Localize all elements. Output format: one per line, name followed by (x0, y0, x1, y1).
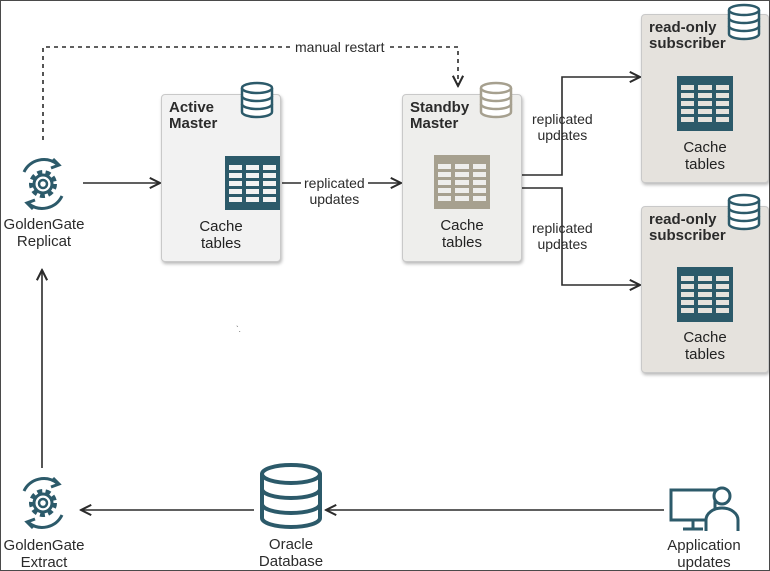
table-icon (677, 267, 733, 322)
database-icon (727, 3, 761, 41)
table-icon (677, 76, 733, 131)
subscriber-box-2: read-only subscriber Cache tables (641, 206, 769, 373)
application-updates-label: Application updates (667, 537, 741, 571)
active-master-title: Active Master (169, 99, 218, 132)
standby-master-title: Standby Master (410, 99, 470, 132)
standby-to-subscriber2-arrow (522, 187, 640, 285)
standby-master-cache-label: Cache tables (440, 217, 484, 251)
database-icon (240, 81, 274, 119)
subscriber-title-1: read-only subscriber (649, 19, 726, 52)
replicat-label: GoldenGate Replicat (3, 216, 85, 250)
database-icon (260, 463, 322, 529)
table-icon (225, 156, 280, 210)
replicated-updates-label-3: replicated updates (532, 220, 593, 252)
standby-master-box: Standby Master Cache tables (402, 94, 522, 262)
active-master-cache-label: Cache tables (199, 218, 243, 252)
subscriber-title-2: read-only subscriber (649, 211, 726, 244)
replicated-updates-label-2: replicated updates (532, 111, 593, 143)
gear-cycle-icon (22, 476, 64, 530)
database-icon (727, 193, 761, 231)
standby-to-subscriber1-arrow (522, 77, 640, 176)
replicated-updates-label-1: replicated updates (301, 175, 368, 207)
user-at-monitor-icon (669, 486, 740, 531)
gear-cycle-icon (22, 157, 64, 211)
table-icon (434, 155, 490, 209)
database-icon (479, 81, 513, 119)
manual-restart-label: manual restart (292, 39, 388, 55)
subscriber-cache-label-2: Cache tables (683, 329, 727, 363)
oracle-database-label: Oracle Database (258, 536, 324, 570)
subscriber-cache-label-1: Cache tables (683, 139, 727, 173)
extract-label: GoldenGate Extract (3, 537, 85, 571)
stray-mark: `. (236, 325, 241, 334)
subscriber-box-1: read-only subscriber Cache tables (641, 14, 769, 183)
active-master-box: Active Master Cache tables (161, 94, 281, 262)
